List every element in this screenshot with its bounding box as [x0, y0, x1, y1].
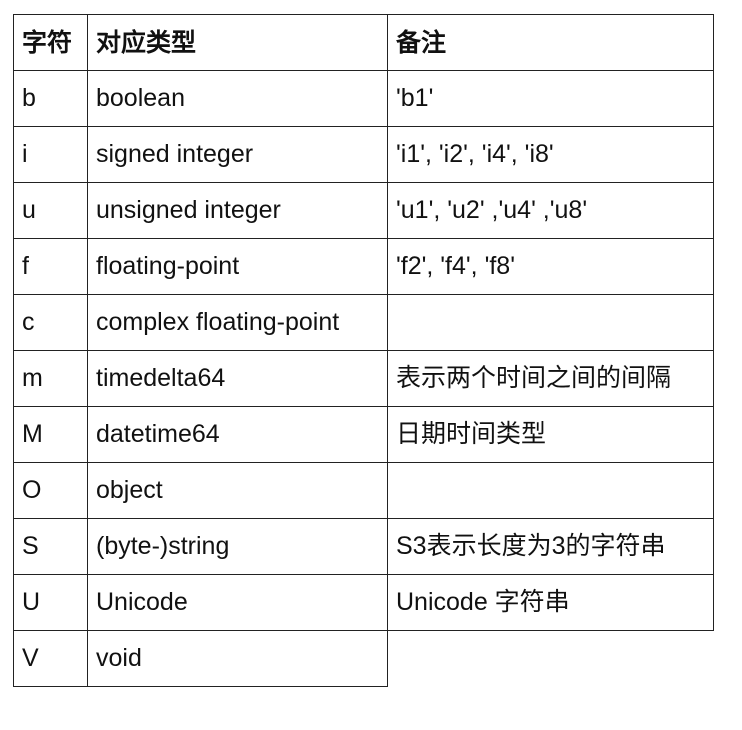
- cell-note: 表示两个时间之间的间隔: [387, 350, 714, 407]
- header-char: 字符: [13, 14, 88, 71]
- cell-note-empty: [388, 631, 714, 687]
- cell-type: signed integer: [87, 126, 388, 183]
- cell-note: [387, 294, 714, 351]
- table-row: M datetime64 日期时间类型: [13, 406, 714, 463]
- cell-char: U: [13, 574, 88, 631]
- cell-char: u: [13, 182, 88, 239]
- cell-note: S3表示长度为3的字符串: [387, 518, 714, 575]
- cell-type: timedelta64: [87, 350, 388, 407]
- dtype-table: 字符 对应类型 备注 b boolean 'b1' i signed integ…: [13, 14, 714, 687]
- table-row: V void: [13, 630, 714, 687]
- cell-note: 'b1': [387, 70, 714, 127]
- table-row: S (byte-)string S3表示长度为3的字符串: [13, 518, 714, 575]
- cell-note: 'u1', 'u2' ,'u4' ,'u8': [387, 182, 714, 239]
- cell-note: Unicode 字符串: [387, 574, 714, 631]
- table-header: 字符 对应类型 备注: [13, 14, 714, 71]
- cell-type: datetime64: [87, 406, 388, 463]
- cell-note: [387, 462, 714, 519]
- header-note: 备注: [387, 14, 714, 71]
- cell-char: c: [13, 294, 88, 351]
- cell-type: (byte-)string: [87, 518, 388, 575]
- table-row: U Unicode Unicode 字符串: [13, 574, 714, 631]
- cell-char: V: [13, 630, 88, 687]
- cell-char: M: [13, 406, 88, 463]
- table-row: O object: [13, 462, 714, 519]
- header-type: 对应类型: [87, 14, 388, 71]
- table-row: f floating-point 'f2', 'f4', 'f8': [13, 238, 714, 295]
- table-row: u unsigned integer 'u1', 'u2' ,'u4' ,'u8…: [13, 182, 714, 239]
- cell-char: f: [13, 238, 88, 295]
- cell-char: m: [13, 350, 88, 407]
- table-row: i signed integer 'i1', 'i2', 'i4', 'i8': [13, 126, 714, 183]
- cell-type: boolean: [87, 70, 388, 127]
- table-body: b boolean 'b1' i signed integer 'i1', 'i…: [13, 70, 714, 687]
- cell-type: Unicode: [87, 574, 388, 631]
- cell-char: b: [13, 70, 88, 127]
- cell-char: i: [13, 126, 88, 183]
- table-row: c complex floating-point: [13, 294, 714, 351]
- cell-char: S: [13, 518, 88, 575]
- cell-note: 'i1', 'i2', 'i4', 'i8': [387, 126, 714, 183]
- header-row: 字符 对应类型 备注: [13, 14, 714, 71]
- cell-type: unsigned integer: [87, 182, 388, 239]
- cell-type: object: [87, 462, 388, 519]
- cell-type: floating-point: [87, 238, 388, 295]
- cell-note: 'f2', 'f4', 'f8': [387, 238, 714, 295]
- cell-note: 日期时间类型: [387, 406, 714, 463]
- table-row: b boolean 'b1': [13, 70, 714, 127]
- cell-type: complex floating-point: [87, 294, 388, 351]
- cell-char: O: [13, 462, 88, 519]
- cell-type: void: [87, 630, 388, 687]
- table-row: m timedelta64 表示两个时间之间的间隔: [13, 350, 714, 407]
